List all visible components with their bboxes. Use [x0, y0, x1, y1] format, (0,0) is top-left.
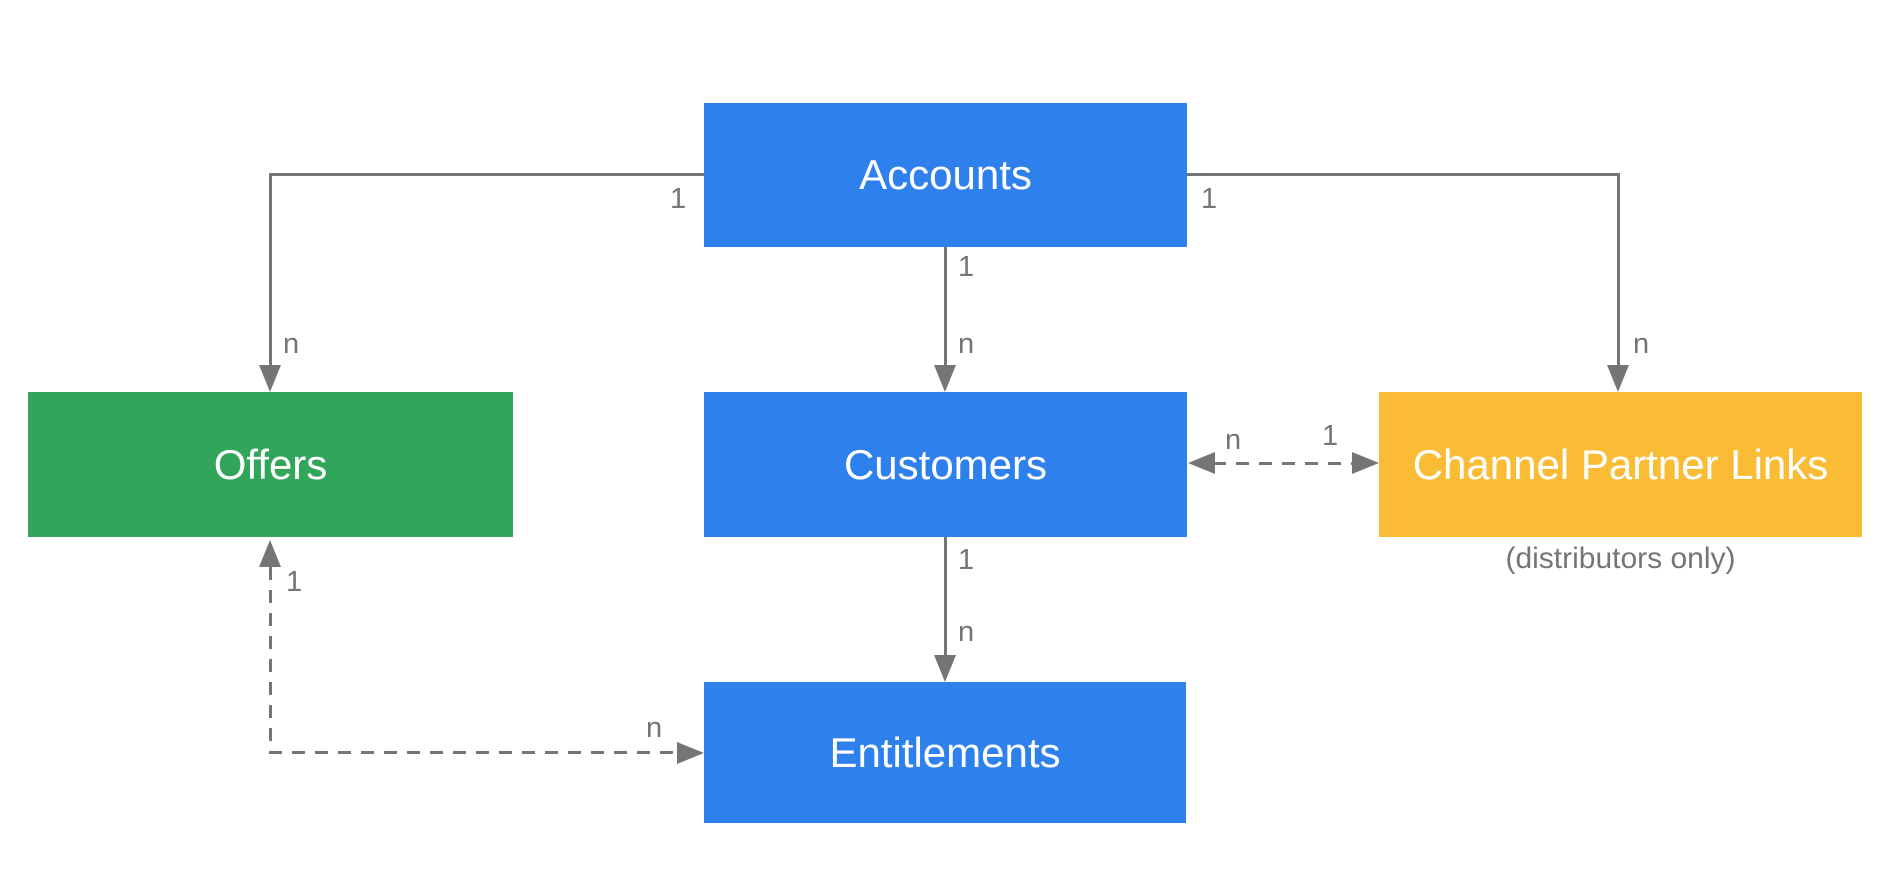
arrowhead-right-icon — [677, 742, 704, 764]
arrowhead-down-icon — [934, 655, 956, 682]
cardinality-label: n — [958, 328, 975, 360]
edge-accounts-cpl-vline — [1617, 173, 1620, 367]
arrowhead-down-icon — [1607, 365, 1629, 392]
cardinality-label: n — [1225, 424, 1242, 456]
node-offers-label: Offers — [213, 440, 328, 488]
node-offers: Offers — [28, 392, 513, 537]
cardinality-label: n — [283, 328, 300, 360]
cardinality-label: 1 — [1201, 183, 1218, 215]
node-channel-partner-links-label: Channel Partner Links — [1412, 440, 1829, 488]
edge-offers-entitlements-dash-hline — [269, 751, 677, 754]
node-entitlements-label: Entitlements — [829, 728, 1061, 776]
cardinality-label: 1 — [958, 544, 975, 576]
node-entitlements: Entitlements — [704, 682, 1186, 823]
edge-offers-entitlements-dash-vline — [269, 567, 272, 752]
node-accounts-label: Accounts — [859, 151, 1032, 198]
cardinality-label: n — [1633, 328, 1650, 360]
cardinality-label: 1 — [958, 251, 975, 283]
edge-accounts-offers-vline — [269, 173, 272, 367]
edge-customers-cpl-dashline — [1213, 462, 1355, 465]
node-channel-partner-links: Channel Partner Links — [1379, 392, 1862, 537]
arrowhead-down-icon — [259, 365, 281, 392]
cardinality-label: 1 — [286, 566, 303, 598]
arrowhead-up-icon — [259, 540, 281, 567]
edge-accounts-offers-hline — [269, 173, 705, 176]
edge-accounts-cpl-hline — [1187, 173, 1620, 176]
arrowhead-down-icon — [934, 365, 956, 392]
node-customers: Customers — [704, 392, 1187, 537]
cardinality-label: n — [646, 712, 663, 744]
cardinality-label: n — [958, 616, 975, 648]
channel-partner-links-caption: (distributors only) — [1505, 542, 1736, 575]
edge-customers-entitlements-vline — [944, 537, 947, 657]
edge-accounts-customers-vline — [944, 247, 947, 367]
cardinality-label: 1 — [670, 183, 687, 215]
node-customers-label: Customers — [843, 440, 1048, 488]
cardinality-label: 1 — [1322, 420, 1339, 452]
arrowhead-right-icon — [1352, 452, 1379, 474]
node-accounts: Accounts — [704, 103, 1187, 247]
arrowhead-left-icon — [1188, 452, 1215, 474]
